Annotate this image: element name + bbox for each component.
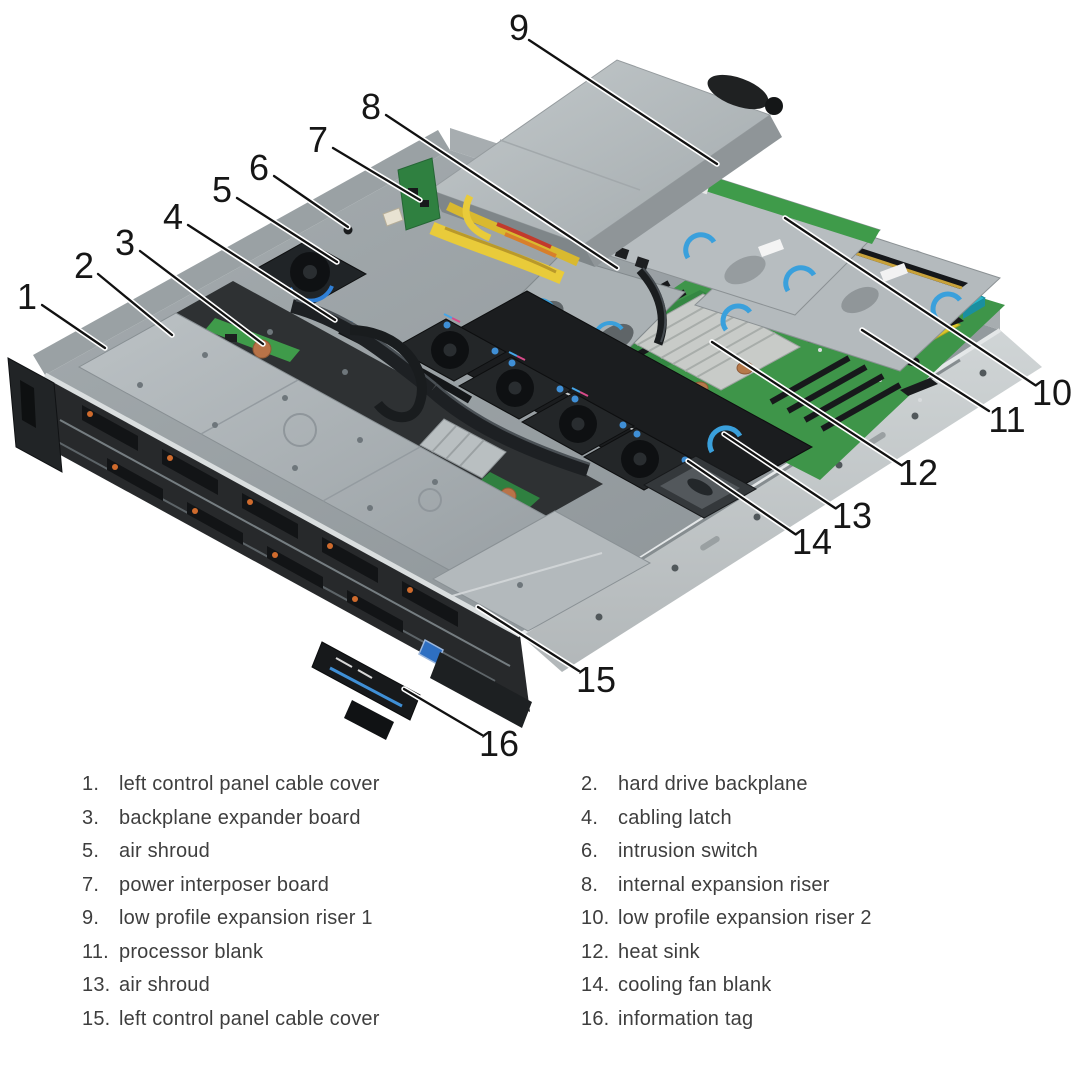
cooling-fan xyxy=(520,387,636,456)
legend-item-4: 4. cabling latch xyxy=(581,802,1051,836)
legend-label: cabling latch xyxy=(618,806,732,829)
legend-item-1: 1. left control panel cable cover xyxy=(82,768,552,802)
legend-num: 8. xyxy=(581,873,599,896)
legend-label: heat sink xyxy=(618,940,700,963)
right-cable-cover xyxy=(431,510,652,632)
leader-lines xyxy=(39,37,1038,738)
server-diagram: 1 2 3 4 5 6 7 8 9 10 11 12 13 14 15 16 xyxy=(7,7,1072,762)
legend-item-15: 15. left control panel cable cover xyxy=(82,1003,552,1037)
legend-label: information tag xyxy=(618,1007,754,1030)
legend-label: internal expansion riser xyxy=(618,873,830,896)
front-panel xyxy=(43,372,530,712)
legend-num: 10. xyxy=(581,907,610,930)
legend-item-9: 9. low profile expansion riser 1 xyxy=(82,902,552,936)
legend-item-2: 2. hard drive backplane xyxy=(581,768,1051,802)
callout-1: 1 xyxy=(17,276,37,317)
legend-label: processor blank xyxy=(119,940,264,963)
callout-12: 12 xyxy=(898,452,938,493)
callout-5: 5 xyxy=(212,169,232,210)
legend-item-7: 7. power interposer board xyxy=(82,869,552,903)
legend-num: 9. xyxy=(82,907,100,930)
legend-item-13: 13. air shroud xyxy=(82,969,552,1003)
legend-label: left control panel cable cover xyxy=(119,1007,380,1030)
legend-num: 14. xyxy=(581,974,610,997)
legend-item-5: 5. air shroud xyxy=(82,835,552,869)
callout-8: 8 xyxy=(361,86,381,127)
legend-num: 15. xyxy=(82,1007,111,1030)
callout-16: 16 xyxy=(479,723,519,762)
legend-item-8: 8. internal expansion riser xyxy=(581,869,1051,903)
callout-11: 11 xyxy=(988,399,1025,440)
legend-label: cooling fan blank xyxy=(618,974,772,997)
legend-num: 12. xyxy=(581,940,610,963)
legend-item-10: 10. low profile expansion riser 2 xyxy=(581,902,1051,936)
callout-6: 6 xyxy=(249,147,269,188)
legend-num: 7. xyxy=(82,873,100,896)
power-interposer-board xyxy=(382,157,441,231)
legend-label: intrusion switch xyxy=(618,840,758,863)
legend-label: air shroud xyxy=(119,974,210,997)
legend-num: 3. xyxy=(82,806,100,829)
left-end-cap xyxy=(7,357,63,473)
callout-numbers: 1 2 3 4 5 6 7 8 9 10 11 12 13 14 15 16 xyxy=(17,7,1072,762)
legend-num: 16. xyxy=(581,1007,610,1030)
callout-3: 3 xyxy=(115,222,135,263)
legend-num: 6. xyxy=(581,840,599,863)
backplane-expander-board xyxy=(205,318,300,362)
callout-14: 14 xyxy=(792,521,832,562)
legend-item-6: 6. intrusion switch xyxy=(581,835,1051,869)
legend-label: power interposer board xyxy=(119,873,330,896)
cooling-fan-blank xyxy=(642,455,758,519)
legend-item-3: 3. backplane expander board xyxy=(82,802,552,836)
legend-num: 13. xyxy=(82,974,111,997)
callout-7: 7 xyxy=(308,119,328,160)
cables xyxy=(290,194,667,477)
legend-num: 11. xyxy=(82,940,109,963)
legend-num: 1. xyxy=(82,773,100,796)
legend-num: 4. xyxy=(581,806,599,829)
legend-label: air shroud xyxy=(119,840,210,863)
information-tag xyxy=(311,641,421,740)
legend-item-11: 11. processor blank xyxy=(82,936,552,970)
legend-item-14: 14. cooling fan blank xyxy=(581,969,1051,1003)
callout-2: 2 xyxy=(74,245,94,286)
callout-13: 13 xyxy=(832,495,872,536)
cooling-fans xyxy=(392,313,758,519)
legend-label: backplane expander board xyxy=(119,806,361,829)
legend-label: low profile expansion riser 1 xyxy=(119,907,373,930)
right-end-cap xyxy=(430,652,532,728)
legend-label: left control panel cable cover xyxy=(119,773,380,796)
yellow-cable-bundle xyxy=(429,222,565,284)
legend-num: 5. xyxy=(82,840,100,863)
legend-label: low profile expansion riser 2 xyxy=(618,907,872,930)
callout-10: 10 xyxy=(1032,372,1072,413)
callout-9: 9 xyxy=(509,7,529,48)
drive-bays xyxy=(82,405,458,633)
cooling-fan xyxy=(457,351,573,420)
legend-column-right: 2. hard drive backplane 4. cabling latch 6… xyxy=(581,768,1051,1036)
legend-label: hard drive backplane xyxy=(618,773,808,796)
legend-item-16: 16. information tag xyxy=(581,1003,1051,1037)
callout-15: 15 xyxy=(576,659,616,700)
legend-item-12: 12. heat sink xyxy=(581,936,1051,970)
callout-4: 4 xyxy=(163,196,183,237)
legend-column-left: 1. left control panel cable cover 3. backp… xyxy=(82,768,552,1036)
legend-num: 2. xyxy=(581,773,599,796)
